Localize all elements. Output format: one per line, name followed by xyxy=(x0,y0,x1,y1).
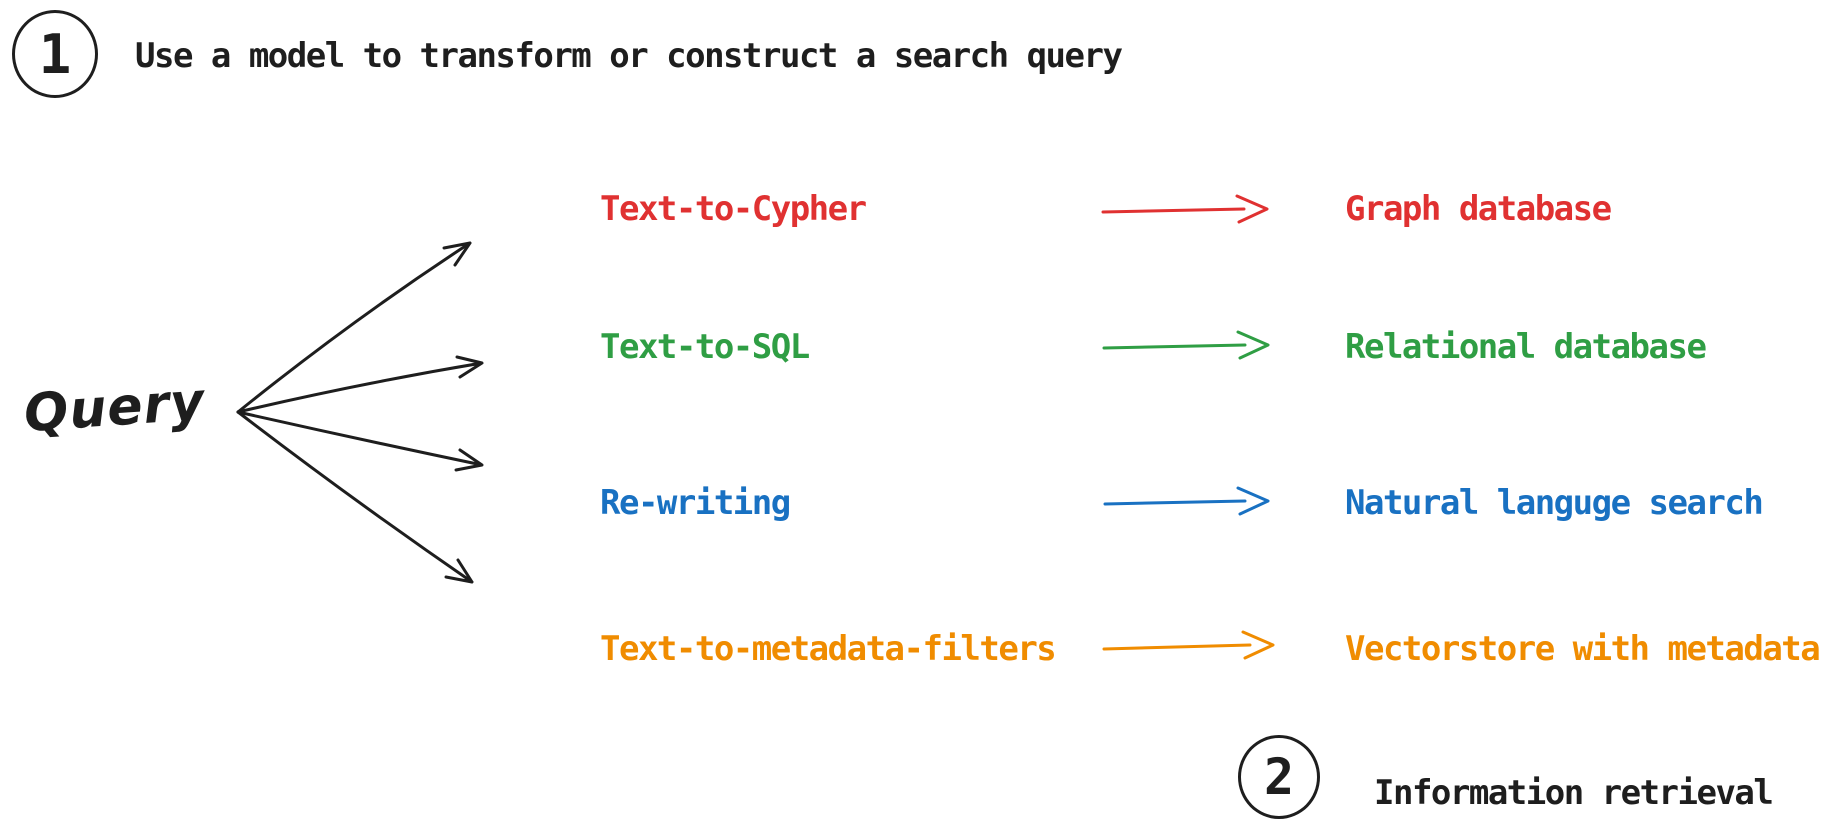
query-branch-arrow-2 xyxy=(236,355,484,414)
method-label-text-to-cypher: Text-to-Cypher xyxy=(600,189,867,229)
step-2-number: 2 xyxy=(1263,748,1295,806)
target-label-graph-database: Graph database xyxy=(1345,189,1612,229)
method-label-text-to-metadata-filters: Text-to-metadata-filters xyxy=(600,629,1057,669)
step-1-number: 1 xyxy=(38,22,72,86)
method-label-text-to-sql: Text-to-SQL xyxy=(600,327,810,367)
mapping-arrow-text-to-cypher xyxy=(1101,194,1269,224)
query-node-label: Query xyxy=(22,371,207,445)
query-branch-arrow-1 xyxy=(236,241,472,414)
target-label-vectorstore-with-metadata: Vectorstore with metadata xyxy=(1345,629,1821,669)
query-branch-arrow-3 xyxy=(236,410,484,472)
target-label-relational-database: Relational database xyxy=(1345,327,1707,367)
step-1-label: Use a model to transform or construct a … xyxy=(135,36,1123,76)
target-label-natural-language-search: Natural languge search xyxy=(1345,483,1764,523)
step-2-label: Information retrieval xyxy=(1374,773,1774,813)
mapping-arrow-re-writing xyxy=(1103,486,1270,516)
query-branch-arrow-4 xyxy=(236,410,474,584)
mapping-arrow-text-to-sql xyxy=(1102,330,1270,360)
step-2-badge: 2 xyxy=(1238,735,1320,819)
method-label-re-writing: Re-writing xyxy=(600,483,791,523)
mapping-arrow-text-to-metadata-filters xyxy=(1102,630,1275,660)
step-1-badge: 1 xyxy=(12,10,98,98)
